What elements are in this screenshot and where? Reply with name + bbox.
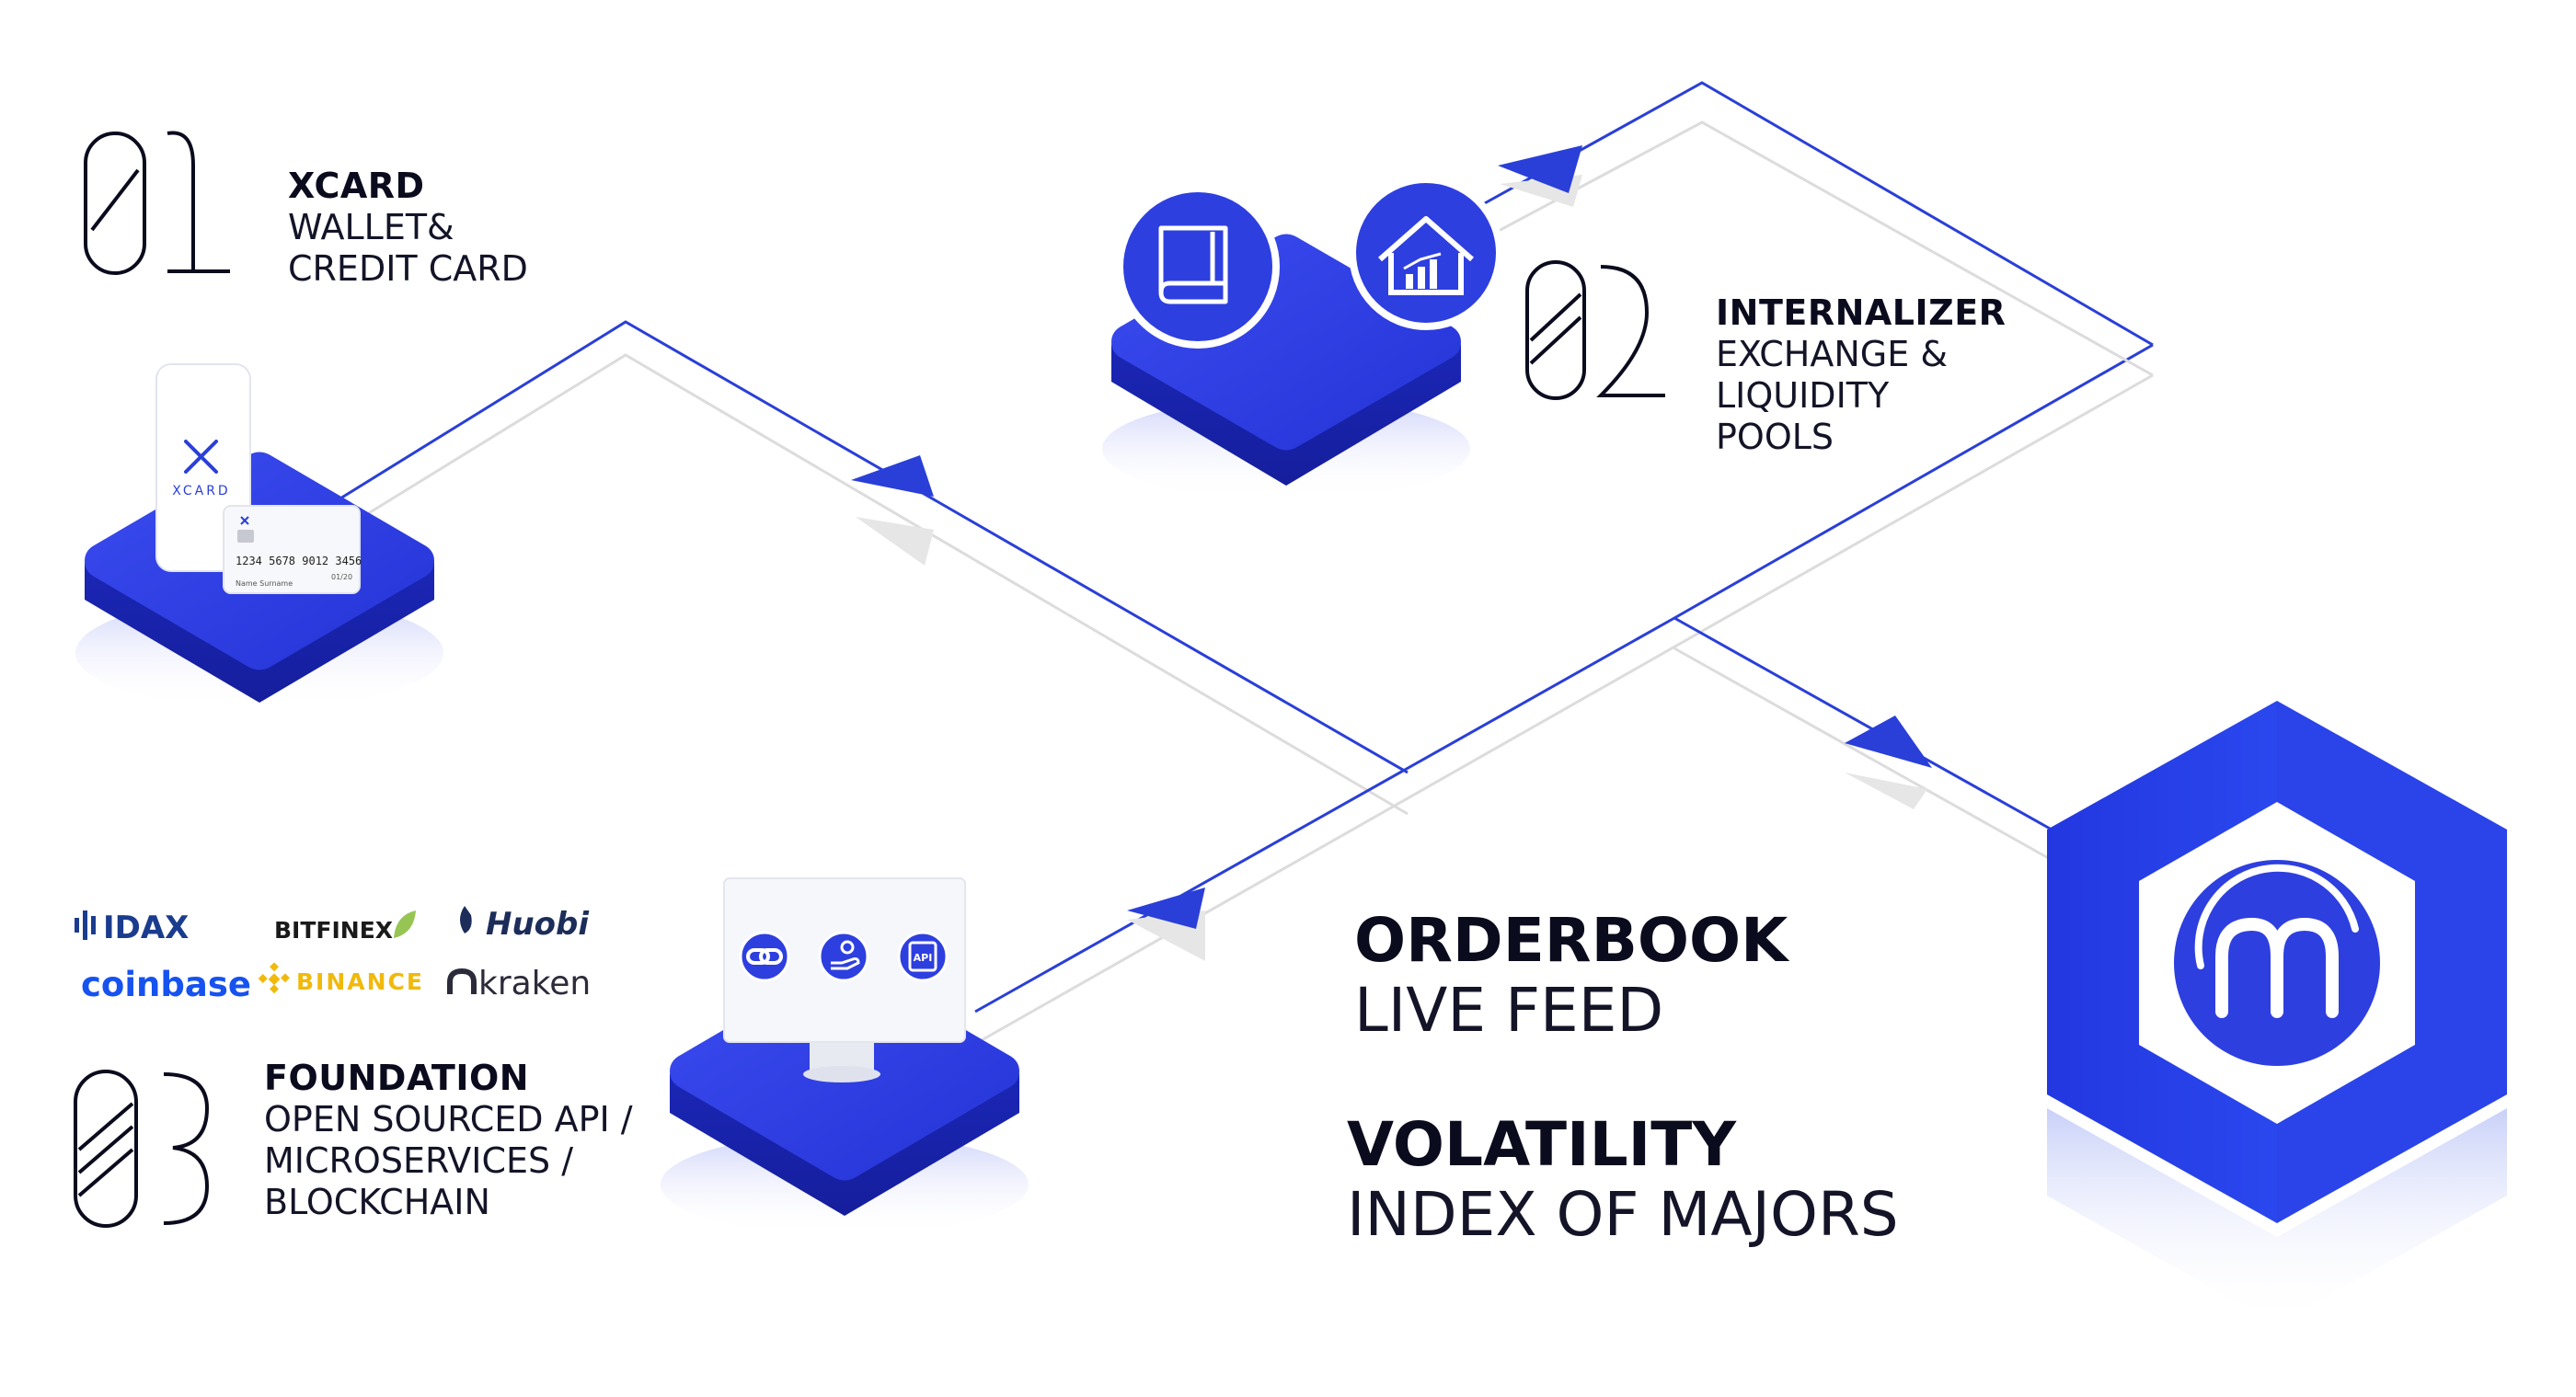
flow-line-4 bbox=[1673, 616, 2053, 831]
card-x-logo-icon bbox=[240, 516, 249, 525]
house-badge bbox=[1349, 176, 1503, 330]
book-badge bbox=[1116, 185, 1280, 349]
platform-internalizer bbox=[1102, 176, 1503, 499]
arrow-3 bbox=[1498, 145, 1582, 193]
feature-volatility-subtitle: INDEX OF MAJORS bbox=[1347, 1179, 1899, 1250]
card-number: 1234 5678 9012 3456 bbox=[236, 555, 362, 567]
house-chart-icon bbox=[1378, 216, 1474, 295]
step-01-line-1: WALLET& bbox=[288, 207, 454, 247]
idax-logo: IDAX bbox=[75, 910, 189, 946]
chain-badge bbox=[739, 931, 790, 982]
exchange-huobi: Huobi bbox=[486, 906, 590, 943]
numeral-02 bbox=[1525, 260, 1665, 400]
hand-coin-icon bbox=[831, 940, 860, 970]
binance-diamond-icon bbox=[258, 962, 290, 994]
kraken-icon bbox=[447, 968, 477, 994]
hexagon-reflection bbox=[2047, 1108, 2507, 1324]
api-chip-icon bbox=[908, 941, 937, 972]
x-logo-icon bbox=[184, 440, 218, 474]
step-02-line-2: LIQUIDITY bbox=[1716, 375, 1890, 416]
book-icon bbox=[1158, 225, 1228, 304]
monitor-base bbox=[803, 1066, 880, 1082]
chain-link-icon bbox=[746, 948, 783, 965]
step-01-title: XCARD bbox=[288, 166, 425, 206]
step-03-line-2: MICROSERVICES / bbox=[264, 1140, 574, 1181]
brand-m-icon bbox=[2194, 864, 2359, 1018]
step-03-line-3: BLOCKCHAIN bbox=[264, 1182, 490, 1222]
arrow-2 bbox=[1127, 887, 1205, 929]
bitfinex-logo: BITFINEX bbox=[274, 910, 416, 944]
flow-line-shadow bbox=[335, 353, 1409, 816]
step-02-title: INTERNALIZER bbox=[1716, 292, 2007, 333]
step-01-line-2: CREDIT CARD bbox=[288, 248, 528, 289]
arrow-4 bbox=[1845, 716, 1932, 768]
binance-logo: BINANCE bbox=[258, 962, 424, 995]
step-03-title: FOUNDATION bbox=[264, 1058, 530, 1098]
step-03-text: FOUNDATION OPEN SOURCED API / MICROSERVI… bbox=[264, 1058, 633, 1223]
numeral-01 bbox=[84, 131, 230, 275]
flow-line-4-shadow bbox=[1673, 647, 2053, 862]
arrowheads bbox=[851, 145, 1932, 961]
api-label: API bbox=[914, 952, 933, 964]
step-02-text: INTERNALIZER EXCHANGE & LIQUIDITY POOLS bbox=[1716, 292, 2006, 458]
feature-orderbook-subtitle: LIVE FEED bbox=[1354, 975, 1664, 1046]
exchange-idax: IDAX bbox=[103, 910, 189, 946]
card-chip bbox=[237, 530, 254, 543]
kraken-logo: kraken bbox=[447, 965, 591, 1002]
step-03-line-1: OPEN SOURCED API / bbox=[264, 1099, 633, 1139]
step-02-line-3: POOLS bbox=[1716, 417, 1834, 457]
arrow-1-shadow bbox=[856, 517, 934, 566]
step-02-line-1: EXCHANGE & bbox=[1716, 334, 1948, 374]
exchange-kraken: kraken bbox=[478, 965, 591, 1002]
bitfinex-leaf-icon bbox=[394, 910, 416, 938]
exchange-binance: BINANCE bbox=[296, 968, 424, 995]
step-01-text: XCARD WALLET& CREDIT CARD bbox=[288, 166, 528, 290]
platform-foundation: API bbox=[661, 877, 1029, 1235]
arrow-1 bbox=[851, 455, 934, 497]
arrow-4-shadow bbox=[1845, 773, 1927, 809]
card-expiry: 01/20 bbox=[331, 573, 352, 581]
feature-volatility: VOLATILITY INDEX OF MAJORS bbox=[1347, 1110, 1899, 1250]
hand-badge bbox=[818, 931, 869, 982]
exchange-bitfinex: BITFINEX bbox=[274, 917, 393, 944]
platform-xcard: XCARD 1234 5678 9012 3456 Name Surname 0… bbox=[75, 363, 443, 708]
numeral-03 bbox=[74, 1070, 210, 1228]
exchange-logos: IDAX BITFINEX Huobi coinbase BINANCE kra… bbox=[75, 906, 591, 1004]
flow-line-1 bbox=[335, 320, 1409, 774]
huobi-logo: Huobi bbox=[460, 906, 590, 943]
exchange-coinbase: coinbase bbox=[81, 965, 251, 1004]
phone-brand: XCARD bbox=[172, 484, 230, 498]
credit-card bbox=[223, 505, 361, 594]
huobi-flame-icon bbox=[460, 906, 472, 933]
feature-orderbook: ORDERBOOK LIVE FEED bbox=[1354, 906, 1788, 1046]
card-name: Name Surname bbox=[236, 579, 293, 588]
feature-orderbook-title: ORDERBOOK bbox=[1354, 905, 1788, 976]
feature-volatility-title: VOLATILITY bbox=[1347, 1109, 1737, 1180]
idax-icon bbox=[75, 910, 96, 940]
hexagon-brand bbox=[2047, 701, 2507, 1324]
